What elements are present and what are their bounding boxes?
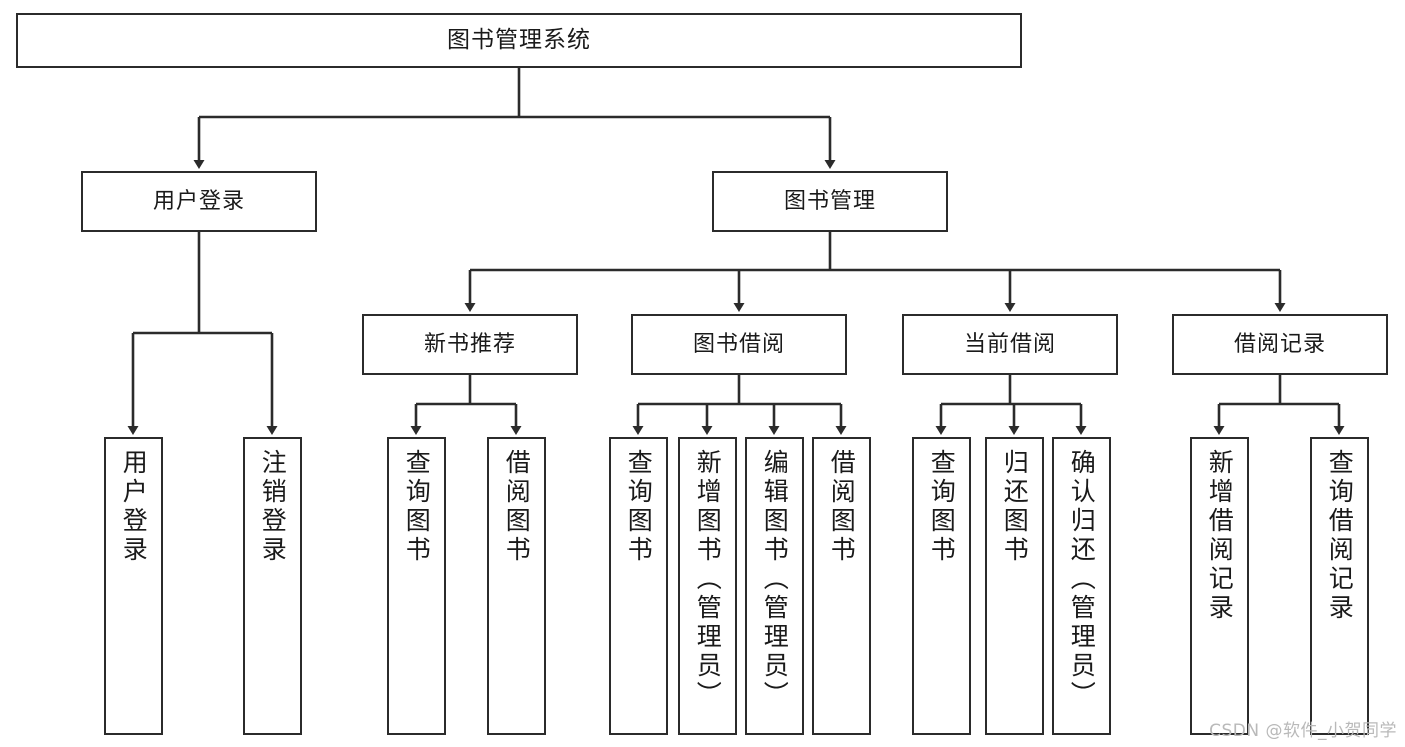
- node-leaf-borrow-book-borrowing[interactable]: 借阅图书: [812, 437, 871, 735]
- node-book-borrowing-label: 图书借阅: [692, 331, 785, 357]
- node-current-borrowing[interactable]: 当前借阅: [902, 314, 1118, 375]
- node-leaf-user-login-label: 用户登录: [119, 449, 149, 565]
- node-leaf-query-borrow-record[interactable]: 查询借阅记录: [1310, 437, 1369, 735]
- node-leaf-user-logout-label: 注销登录: [258, 449, 288, 565]
- watermark-text: CSDN @软件_小贺同学: [1209, 721, 1397, 741]
- node-book-management[interactable]: 图书管理: [712, 171, 948, 232]
- node-leaf-borrow-book-recommendation-label: 借阅图书: [502, 449, 532, 565]
- node-user-login[interactable]: 用户登录: [81, 171, 317, 232]
- node-book-management-label: 图书管理: [783, 188, 876, 214]
- node-borrow-records[interactable]: 借阅记录: [1172, 314, 1388, 375]
- node-root-system[interactable]: 图书管理系统: [16, 13, 1022, 68]
- node-new-book-recommendation[interactable]: 新书推荐: [362, 314, 578, 375]
- node-current-borrowing-label: 当前借阅: [963, 331, 1056, 357]
- node-leaf-query-borrow-record-label: 查询借阅记录: [1325, 449, 1355, 623]
- node-leaf-add-borrow-record-label: 新增借阅记录: [1205, 449, 1235, 623]
- node-leaf-query-book-current-label: 查询图书: [927, 449, 957, 565]
- node-leaf-edit-book-admin-label: 编辑图书（管理员）: [760, 449, 790, 710]
- node-root-system-label: 图书管理系统: [447, 26, 591, 53]
- node-leaf-confirm-return-admin-label: 确认归还（管理员）: [1067, 449, 1097, 710]
- node-new-book-recommendation-label: 新书推荐: [423, 331, 516, 357]
- node-leaf-add-book-admin-label: 新增图书（管理员）: [693, 449, 723, 710]
- node-leaf-user-login[interactable]: 用户登录: [104, 437, 163, 735]
- node-leaf-query-book-current[interactable]: 查询图书: [912, 437, 971, 735]
- node-leaf-query-book-borrowing-label: 查询图书: [624, 449, 654, 565]
- node-leaf-add-book-admin[interactable]: 新增图书（管理员）: [678, 437, 737, 735]
- node-leaf-borrow-book-borrowing-label: 借阅图书: [827, 449, 857, 565]
- node-leaf-query-book-borrowing[interactable]: 查询图书: [609, 437, 668, 735]
- node-leaf-edit-book-admin[interactable]: 编辑图书（管理员）: [745, 437, 804, 735]
- node-leaf-return-book[interactable]: 归还图书: [985, 437, 1044, 735]
- node-book-borrowing[interactable]: 图书借阅: [631, 314, 847, 375]
- node-leaf-query-book-recommendation-label: 查询图书: [402, 449, 432, 565]
- node-leaf-query-book-recommendation[interactable]: 查询图书: [387, 437, 446, 735]
- node-user-login-label: 用户登录: [152, 188, 245, 214]
- node-borrow-records-label: 借阅记录: [1233, 331, 1326, 357]
- node-leaf-user-logout[interactable]: 注销登录: [243, 437, 302, 735]
- node-leaf-add-borrow-record[interactable]: 新增借阅记录: [1190, 437, 1249, 735]
- node-leaf-borrow-book-recommendation[interactable]: 借阅图书: [487, 437, 546, 735]
- node-leaf-confirm-return-admin[interactable]: 确认归还（管理员）: [1052, 437, 1111, 735]
- node-leaf-return-book-label: 归还图书: [1000, 449, 1030, 565]
